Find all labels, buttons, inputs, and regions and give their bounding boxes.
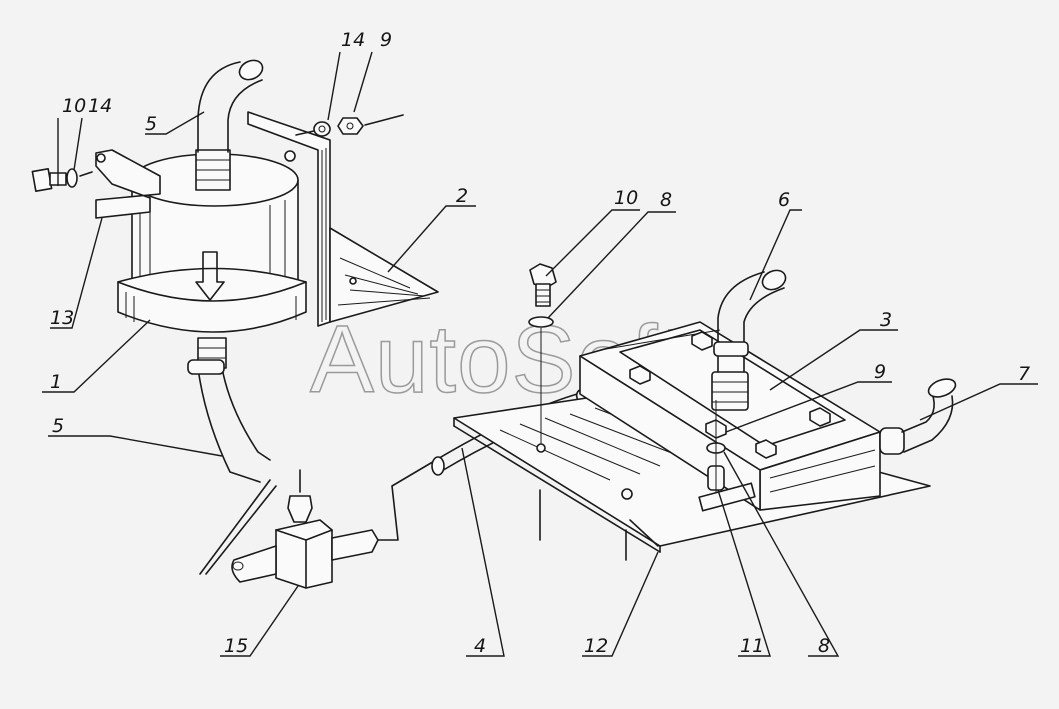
- callout-13: 13: [50, 307, 74, 329]
- washer-nut-top: [295, 114, 404, 137]
- callout-6: 6: [778, 189, 790, 211]
- callout-8-top: 8: [660, 189, 672, 211]
- callout-9-right: 9: [874, 361, 886, 383]
- callout-14-top: 14: [341, 29, 365, 51]
- pump-inlet-hose: [711, 269, 787, 411]
- callout-14-left: 14: [88, 95, 112, 117]
- callout-10-left: 10: [62, 95, 86, 117]
- bolt-center: [528, 263, 557, 444]
- leader-lines: [42, 51, 1038, 657]
- callout-9-top: 9: [380, 29, 392, 51]
- callout-1: 1: [50, 371, 62, 393]
- callout-15: 15: [224, 635, 248, 657]
- fuel-filter: [117, 149, 307, 369]
- callout-7: 7: [1018, 363, 1030, 385]
- callout-2: 2: [456, 185, 468, 207]
- flow-direction-arrow-icon: [195, 251, 225, 301]
- callout-10-center: 10: [614, 187, 638, 209]
- callout-5-top: 5: [145, 113, 157, 135]
- base-plate: [453, 395, 931, 561]
- bolt-left: [31, 167, 93, 193]
- callout-4: 4: [474, 635, 486, 657]
- callout-labels: 10 14 14 9 5 13 1 5 2 10 8 6 3 9 7 15 4 …: [50, 29, 1030, 657]
- callout-5-lower: 5: [52, 415, 64, 437]
- outlet-hose: [187, 359, 271, 483]
- callout-12: 12: [584, 635, 608, 657]
- filter-clamp: [95, 149, 161, 219]
- pump-outlet-hose: [901, 378, 957, 453]
- callout-8-bottom: 8: [818, 635, 830, 657]
- tee-connector: [199, 469, 379, 589]
- callout-11: 11: [740, 635, 764, 657]
- callout-3: 3: [880, 309, 892, 331]
- stud-stack: [698, 400, 756, 512]
- mounting-bracket: [247, 111, 439, 327]
- inlet-hose: [197, 59, 264, 153]
